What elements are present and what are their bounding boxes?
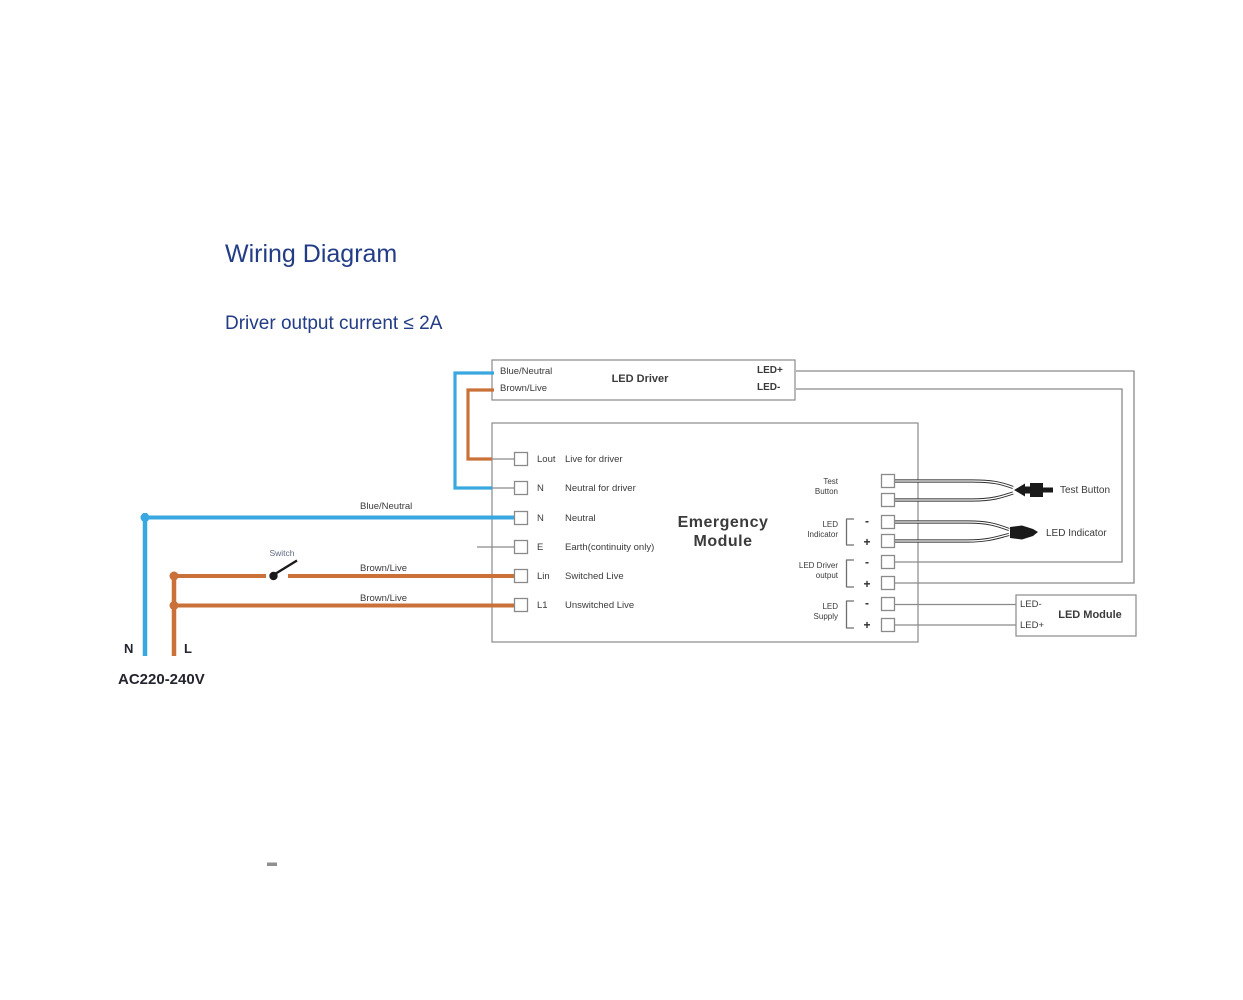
terminal-output-plus xyxy=(880,575,896,591)
led-driver-output-minus-wire xyxy=(796,388,1123,563)
led-module-box xyxy=(1015,594,1137,637)
supply-minus-sign: - xyxy=(865,596,869,610)
switch-pivot-dot xyxy=(269,571,278,581)
test-button-cable-2-core xyxy=(894,492,1014,501)
mains-voltage-label: AC220-240V xyxy=(118,671,205,688)
terminal-code-n-neutral: N xyxy=(537,512,544,524)
wire-label-blue-neutral: Blue/Neutral xyxy=(360,501,413,512)
terminal-earth xyxy=(513,539,529,555)
terminal-output-minus xyxy=(880,554,896,570)
indicator-plus-sign: + xyxy=(863,535,871,549)
led-indicator-cable-2-core xyxy=(894,533,1010,542)
terminal-desc-lin: Switched Live xyxy=(565,570,624,582)
emergency-module-title-line1: Emergency xyxy=(677,514,769,531)
terminal-indicator-minus xyxy=(880,514,896,530)
terminal-code-n-driver: N xyxy=(537,482,544,494)
terminal-code-l1: L1 xyxy=(537,599,548,611)
group-output-line1: LED Driver xyxy=(798,561,838,570)
group-output-line2: output xyxy=(815,571,838,580)
group-supply-line2: Supply xyxy=(813,612,838,621)
page-subtitle: Driver output current ≤ 2A xyxy=(225,313,443,334)
terminal-code-lin: Lin xyxy=(537,570,550,582)
group-supply-line1: LED xyxy=(822,602,838,611)
led-indicator-plug-icon xyxy=(1010,525,1038,540)
bracket-led-indicator xyxy=(845,518,854,546)
group-indicator-line2: Indicator xyxy=(807,530,838,539)
group-test-line2: Button xyxy=(814,487,838,496)
supply-plus-sign: + xyxy=(863,618,871,632)
output-minus-sign: - xyxy=(865,555,869,569)
led-driver-output-led-minus: LED- xyxy=(757,382,781,393)
bracket-led-driver-output xyxy=(845,559,854,588)
terminal-desc-lout: Live for driver xyxy=(565,453,623,465)
terminal-desc-n-driver: Neutral for driver xyxy=(565,482,636,494)
component-boxes xyxy=(491,359,1137,643)
terminal-test-2 xyxy=(880,492,896,508)
wire-label-brown-live-switched: Brown/Live xyxy=(360,563,407,574)
stray-dash xyxy=(267,862,277,866)
live-junction-dot-1 xyxy=(169,571,179,581)
test-button-plug-icon xyxy=(1014,483,1053,497)
group-indicator-line1: LED xyxy=(822,520,838,529)
signal-cables xyxy=(894,479,1014,543)
led-indicator-cable-1-core xyxy=(894,521,1010,531)
terminal-lout xyxy=(513,451,529,467)
led-module-title: LED Module xyxy=(1058,608,1122,621)
terminal-n-driver xyxy=(513,480,529,496)
driver-live-loop xyxy=(466,388,494,461)
switch-label: Switch xyxy=(269,547,295,558)
led-driver-input-brown-live: Brown/Live xyxy=(500,383,547,394)
switch-lever xyxy=(274,559,298,576)
mains-live-label: L xyxy=(184,641,192,656)
terminal-desc-earth: Earth(continuity only) xyxy=(565,541,655,553)
terminal-code-earth: E xyxy=(537,541,544,553)
terminal-squares xyxy=(513,451,896,633)
led-indicator-label: LED Indicator xyxy=(1046,527,1107,539)
page-title: Wiring Diagram xyxy=(225,240,398,268)
mains-neutral-label: N xyxy=(124,641,134,656)
terminal-desc-n-neutral: Neutral xyxy=(565,512,596,524)
led-driver-input-blue-neutral: Blue/Neutral xyxy=(500,366,553,377)
terminal-lin xyxy=(513,568,529,584)
neutral-junction-dot xyxy=(140,513,150,522)
terminal-supply-plus xyxy=(880,617,896,633)
led-driver-box xyxy=(491,359,796,401)
terminal-indicator-plus xyxy=(880,533,896,549)
terminal-l1 xyxy=(513,597,529,613)
led-driver-output-plus-wire xyxy=(796,370,1135,584)
led-driver-output-led-plus: LED+ xyxy=(757,364,783,376)
test-button-label: Test Button xyxy=(1060,485,1111,496)
terminal-code-lout: Lout xyxy=(537,453,556,465)
live-junction-dot-2 xyxy=(169,601,179,610)
led-module-pos: LED+ xyxy=(1020,619,1045,631)
driver-neutral-loop xyxy=(453,371,494,490)
led-driver-title: LED Driver xyxy=(611,373,669,385)
wire-label-brown-live-unswitched: Brown/Live xyxy=(360,593,407,604)
mains-wires xyxy=(140,513,516,656)
gray-wires xyxy=(477,370,1135,626)
bracket-led-supply xyxy=(845,600,854,629)
terminal-desc-l1: Unswitched Live xyxy=(565,599,635,611)
driver-feed-wires xyxy=(453,371,494,490)
indicator-minus-sign: - xyxy=(865,514,869,528)
switch-symbol xyxy=(269,559,298,581)
led-module-neg: LED- xyxy=(1020,599,1042,610)
terminal-n-neutral xyxy=(513,510,529,526)
terminal-test-1 xyxy=(880,473,896,489)
polarity-brackets xyxy=(845,518,854,629)
connector-plugs xyxy=(1010,483,1053,540)
test-button-cable-1-core xyxy=(894,480,1014,489)
group-test-line1: Test xyxy=(823,477,838,486)
output-plus-sign: + xyxy=(863,577,871,591)
emergency-module-title-line2: Module xyxy=(693,533,753,550)
terminal-supply-minus xyxy=(880,596,896,612)
